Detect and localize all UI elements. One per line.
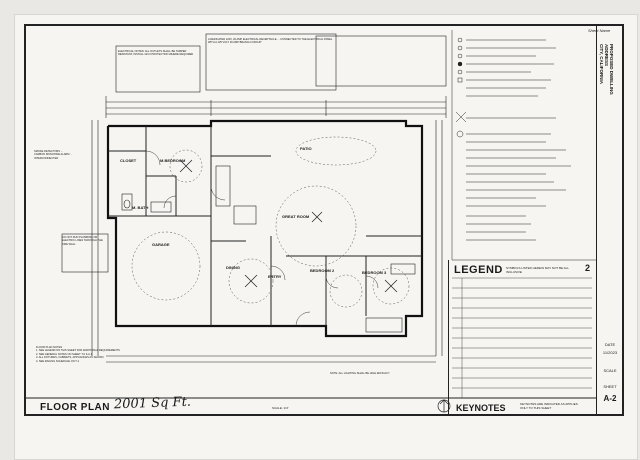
top-center-note: A DEDICATED 120V, 20 AMP ELECTRICAL RECE…	[208, 38, 333, 45]
sheet-border	[24, 24, 624, 416]
door-swings	[145, 150, 379, 327]
lighting-circles	[131, 136, 410, 308]
date-value: 11/2023	[602, 350, 618, 355]
floor-plan-drawing	[26, 30, 596, 413]
fixtures	[121, 165, 416, 333]
room-label-bedroom-2: BEDROOM 2	[310, 268, 335, 273]
title-block	[596, 24, 625, 416]
note-box-top	[205, 33, 337, 91]
legend-title: LEGEND	[454, 264, 503, 276]
room-label-m-bath: M. BATH	[132, 205, 149, 210]
top-left-note: ELECTRICAL NOTES: ALL OUTLETS SHALL BE T…	[118, 50, 194, 57]
legend-panel	[448, 260, 595, 414]
project-address: ADDRESS	[604, 44, 609, 67]
room-label-great-room: GREAT ROOM	[282, 214, 310, 219]
bottom-note: NOTE: ALL LIGHTING SHALL BE HIGH EFFICAC…	[330, 372, 390, 375]
sheet-label: SHEET	[603, 384, 617, 389]
north-arrow-icon	[437, 399, 451, 413]
keynotes-subtitle: KEYNOTES ARE INDICATED AS APPLIES ONLY T…	[520, 402, 578, 410]
handwritten-area-note: 2001 Sq Ft.	[113, 394, 192, 413]
note-box-left	[115, 45, 201, 93]
exterior-walls	[106, 119, 424, 338]
electrical-legend-symbols	[451, 30, 596, 261]
keynotes-title: KEYNOTES	[456, 403, 506, 413]
project-city: CITY, CALIFORNIA	[599, 44, 604, 84]
sheet-name-label: Sheet Name	[588, 28, 611, 33]
drawing-sheet	[14, 14, 638, 460]
sheet-number: A-2	[603, 394, 617, 403]
floor-plan-title: FLOOR PLAN	[40, 402, 110, 413]
note-box-garage	[61, 233, 109, 273]
garage-note: DO NOT RUN PLUMBING OR ELECTRIC LINES TH…	[62, 236, 104, 246]
room-label-dining: DINING	[226, 265, 240, 270]
legend-note: SYMBOLS LISTED HEREIN MAY NOT BE ALL INC…	[506, 266, 569, 274]
room-label-bedroom-3: BEDROOM 3	[362, 270, 387, 275]
project-name: PROPOSED DWELLING	[609, 44, 614, 95]
title-block-project: PROPOSED DWELLING ADDRESS CITY, CALIFORN…	[599, 44, 620, 244]
floor-plan-notes: FLOOR PLAN NOTES 1. SEE LEGEND ON THIS S…	[36, 346, 120, 363]
room-label-entry: ENTRY	[268, 274, 282, 279]
legend-sheet-number: 2	[585, 263, 591, 273]
interior-walls	[108, 126, 422, 326]
scale-label: SCALE	[603, 368, 617, 373]
room-label-closet: CLOSET	[120, 158, 137, 163]
scale-text: SCALE: 1/4"	[272, 406, 289, 410]
room-label-patio: PATIO	[300, 146, 312, 151]
left-note: SMOKE DETECTORS ... CARBON MONOXIDE ALAR…	[34, 150, 74, 160]
ceiling-fans	[179, 159, 398, 293]
room-label-garage: GARAGE	[152, 242, 170, 247]
date-label: DATE	[604, 342, 616, 347]
room-label-m-bedroom: M.BEDROOM	[160, 158, 186, 163]
